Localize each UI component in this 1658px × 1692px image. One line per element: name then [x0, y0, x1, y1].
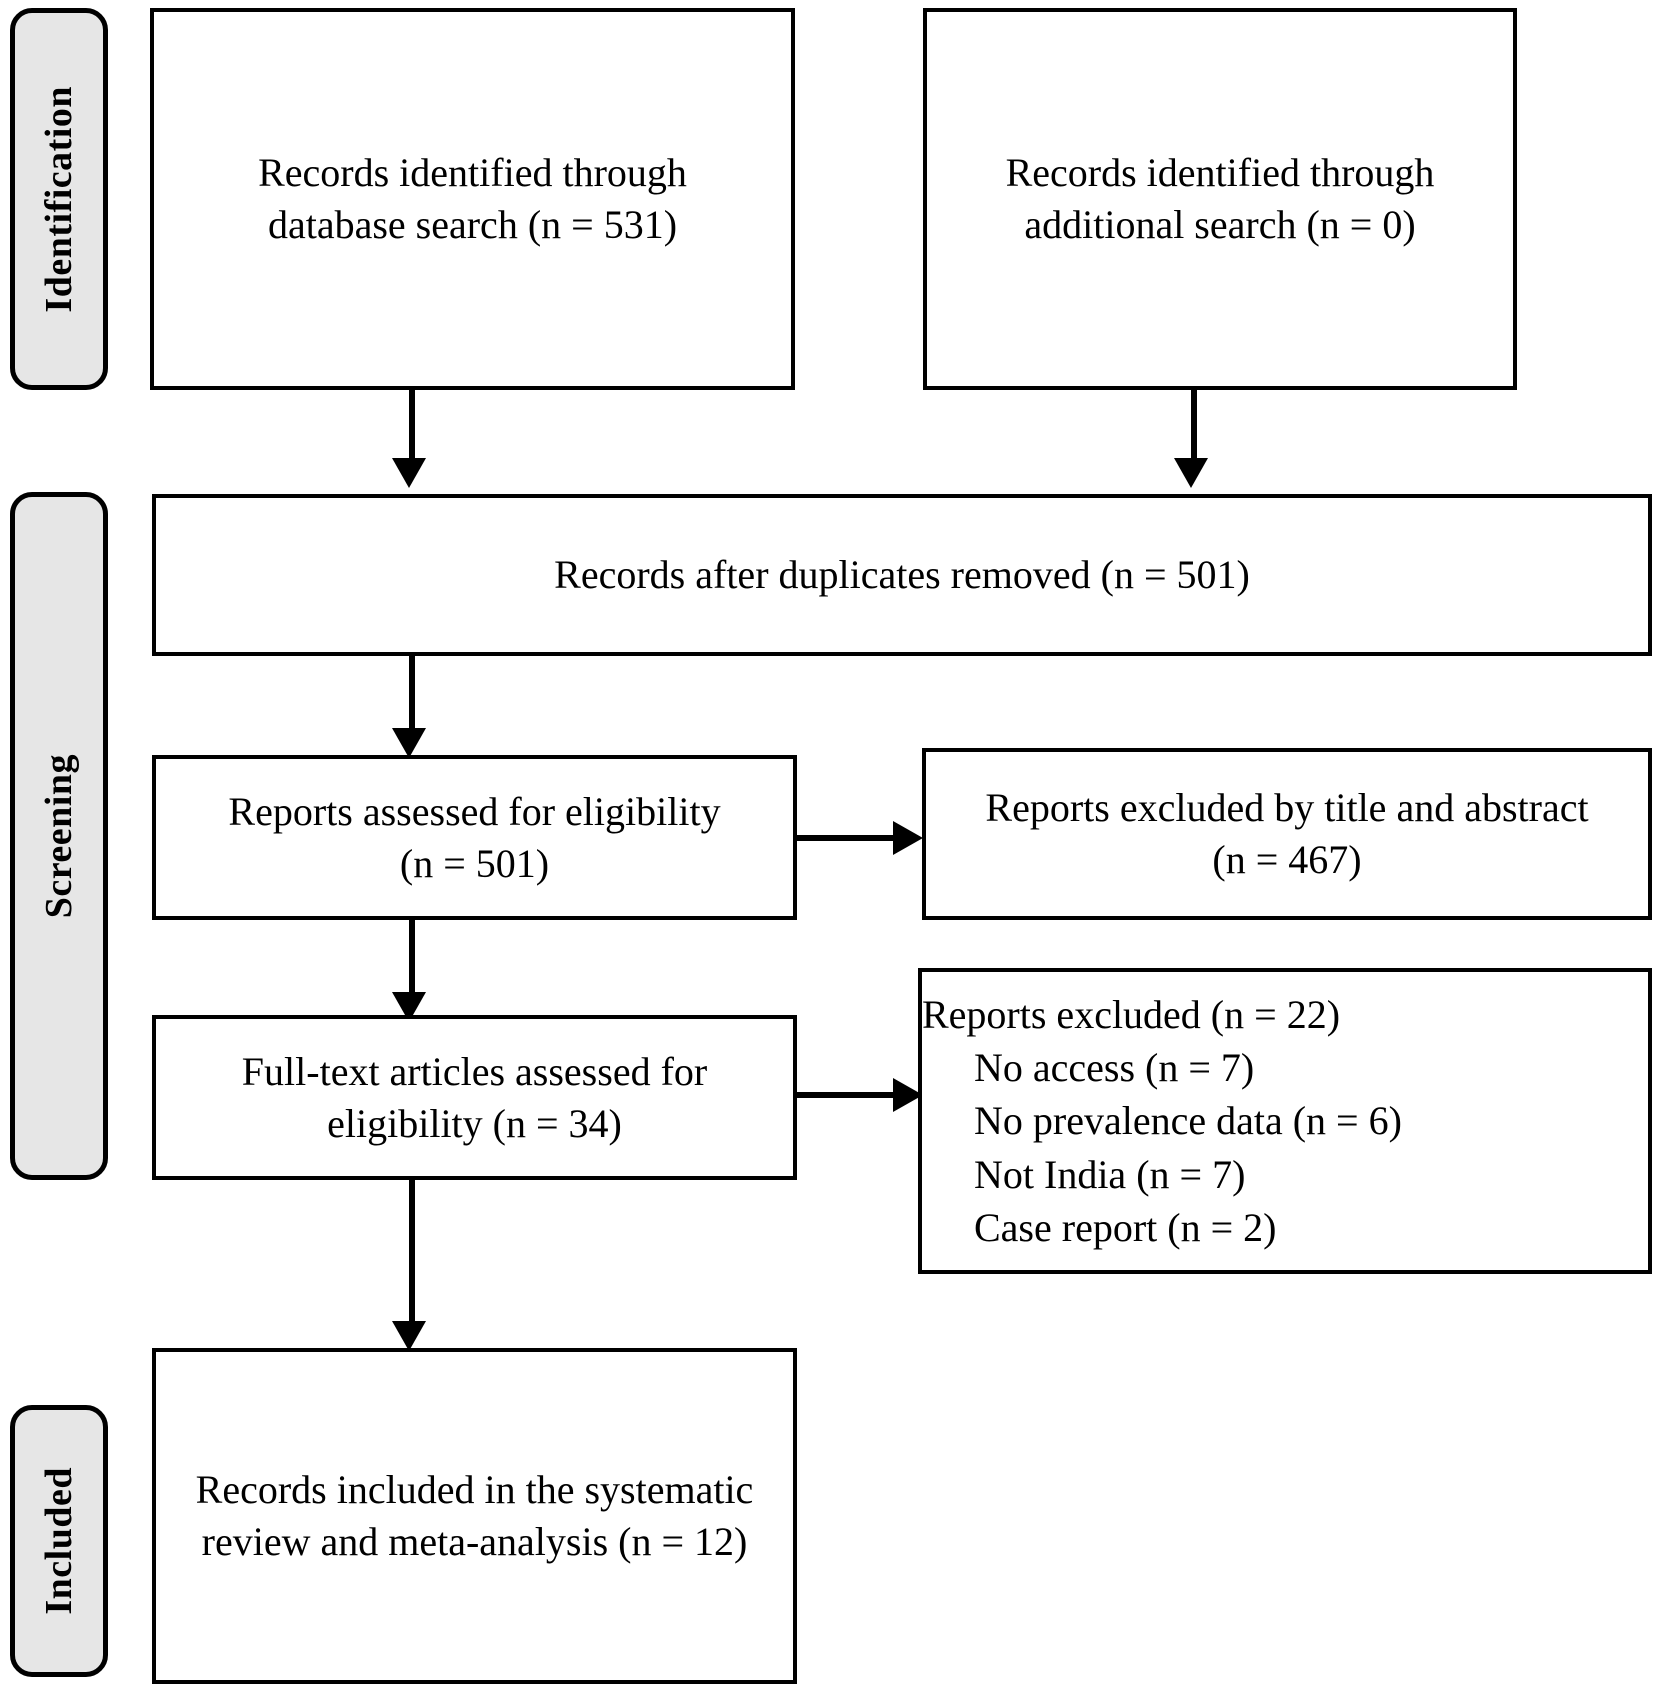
connector-line-db-to-duplicates	[409, 390, 415, 462]
connector-line-assessed-to-excluded-title	[797, 835, 897, 841]
connector-line-duplicates-to-assessed	[409, 656, 415, 732]
box-reports-assessed-eligibility: Reports assessed for eligibility (n = 50…	[152, 755, 797, 920]
stage-label-screening: Screening	[10, 492, 108, 1180]
box-reports-assessed-eligibility-text: Reports assessed for eligibility (n = 50…	[228, 788, 721, 886]
exclusion-reason-case-report: Case report (n = 2)	[974, 1204, 1277, 1250]
box-reports-excluded-title-abstract-text: Reports excluded by title and abstract (…	[985, 785, 1589, 882]
box-reports-excluded-reasons: Reports excluded (n = 22) No access (n =…	[918, 968, 1652, 1274]
box-records-database-search: Records identified through database sear…	[150, 8, 795, 390]
box-records-database-search-text: Records identified through database sear…	[258, 150, 687, 247]
exclusion-reason-list: Reports excluded (n = 22) No access (n =…	[922, 988, 1402, 1254]
connector-arrow-db-to-duplicates	[392, 458, 426, 488]
box-records-included-final: Records included in the systematic revie…	[152, 1348, 797, 1684]
stage-label-screening-text: Screening	[38, 753, 80, 919]
box-records-additional-search-text: Records identified through additional se…	[1005, 150, 1435, 247]
stage-label-identification: Identification	[10, 8, 108, 390]
connector-line-fulltext-to-excluded	[797, 1092, 897, 1098]
box-records-included-final-text: Records included in the systematic revie…	[195, 1467, 754, 1564]
box-records-after-duplicates: Records after duplicates removed (n = 50…	[152, 494, 1652, 656]
connector-arrow-fulltext-to-included	[392, 1321, 426, 1351]
exclusion-reason-no-prevalence-data: No prevalence data (n = 6)	[974, 1098, 1402, 1144]
connector-line-additional-to-duplicates	[1191, 390, 1197, 462]
box-fulltext-assessed-eligibility-text: Full-text articles assessed for eligibil…	[241, 1048, 708, 1146]
exclusion-list-heading: Reports excluded (n = 22)	[922, 992, 1341, 1038]
connector-line-assessed-to-fulltext	[409, 920, 415, 996]
connector-arrow-additional-to-duplicates	[1174, 458, 1208, 488]
box-reports-excluded-title-abstract: Reports excluded by title and abstract (…	[922, 748, 1652, 920]
box-records-additional-search: Records identified through additional se…	[923, 8, 1517, 390]
exclusion-reason-not-india: Not India (n = 7)	[974, 1151, 1246, 1197]
connector-arrow-duplicates-to-assessed	[392, 728, 426, 758]
stage-label-included-text: Included	[38, 1467, 80, 1615]
connector-line-fulltext-to-included	[409, 1180, 415, 1325]
stage-label-identification-text: Identification	[38, 85, 80, 313]
exclusion-reason-no-access: No access (n = 7)	[974, 1045, 1255, 1091]
connector-arrow-assessed-to-excluded-title	[893, 821, 923, 855]
box-records-after-duplicates-text: Records after duplicates removed (n = 50…	[554, 552, 1250, 597]
stage-label-included: Included	[10, 1405, 108, 1677]
box-fulltext-assessed-eligibility: Full-text articles assessed for eligibil…	[152, 1015, 797, 1180]
